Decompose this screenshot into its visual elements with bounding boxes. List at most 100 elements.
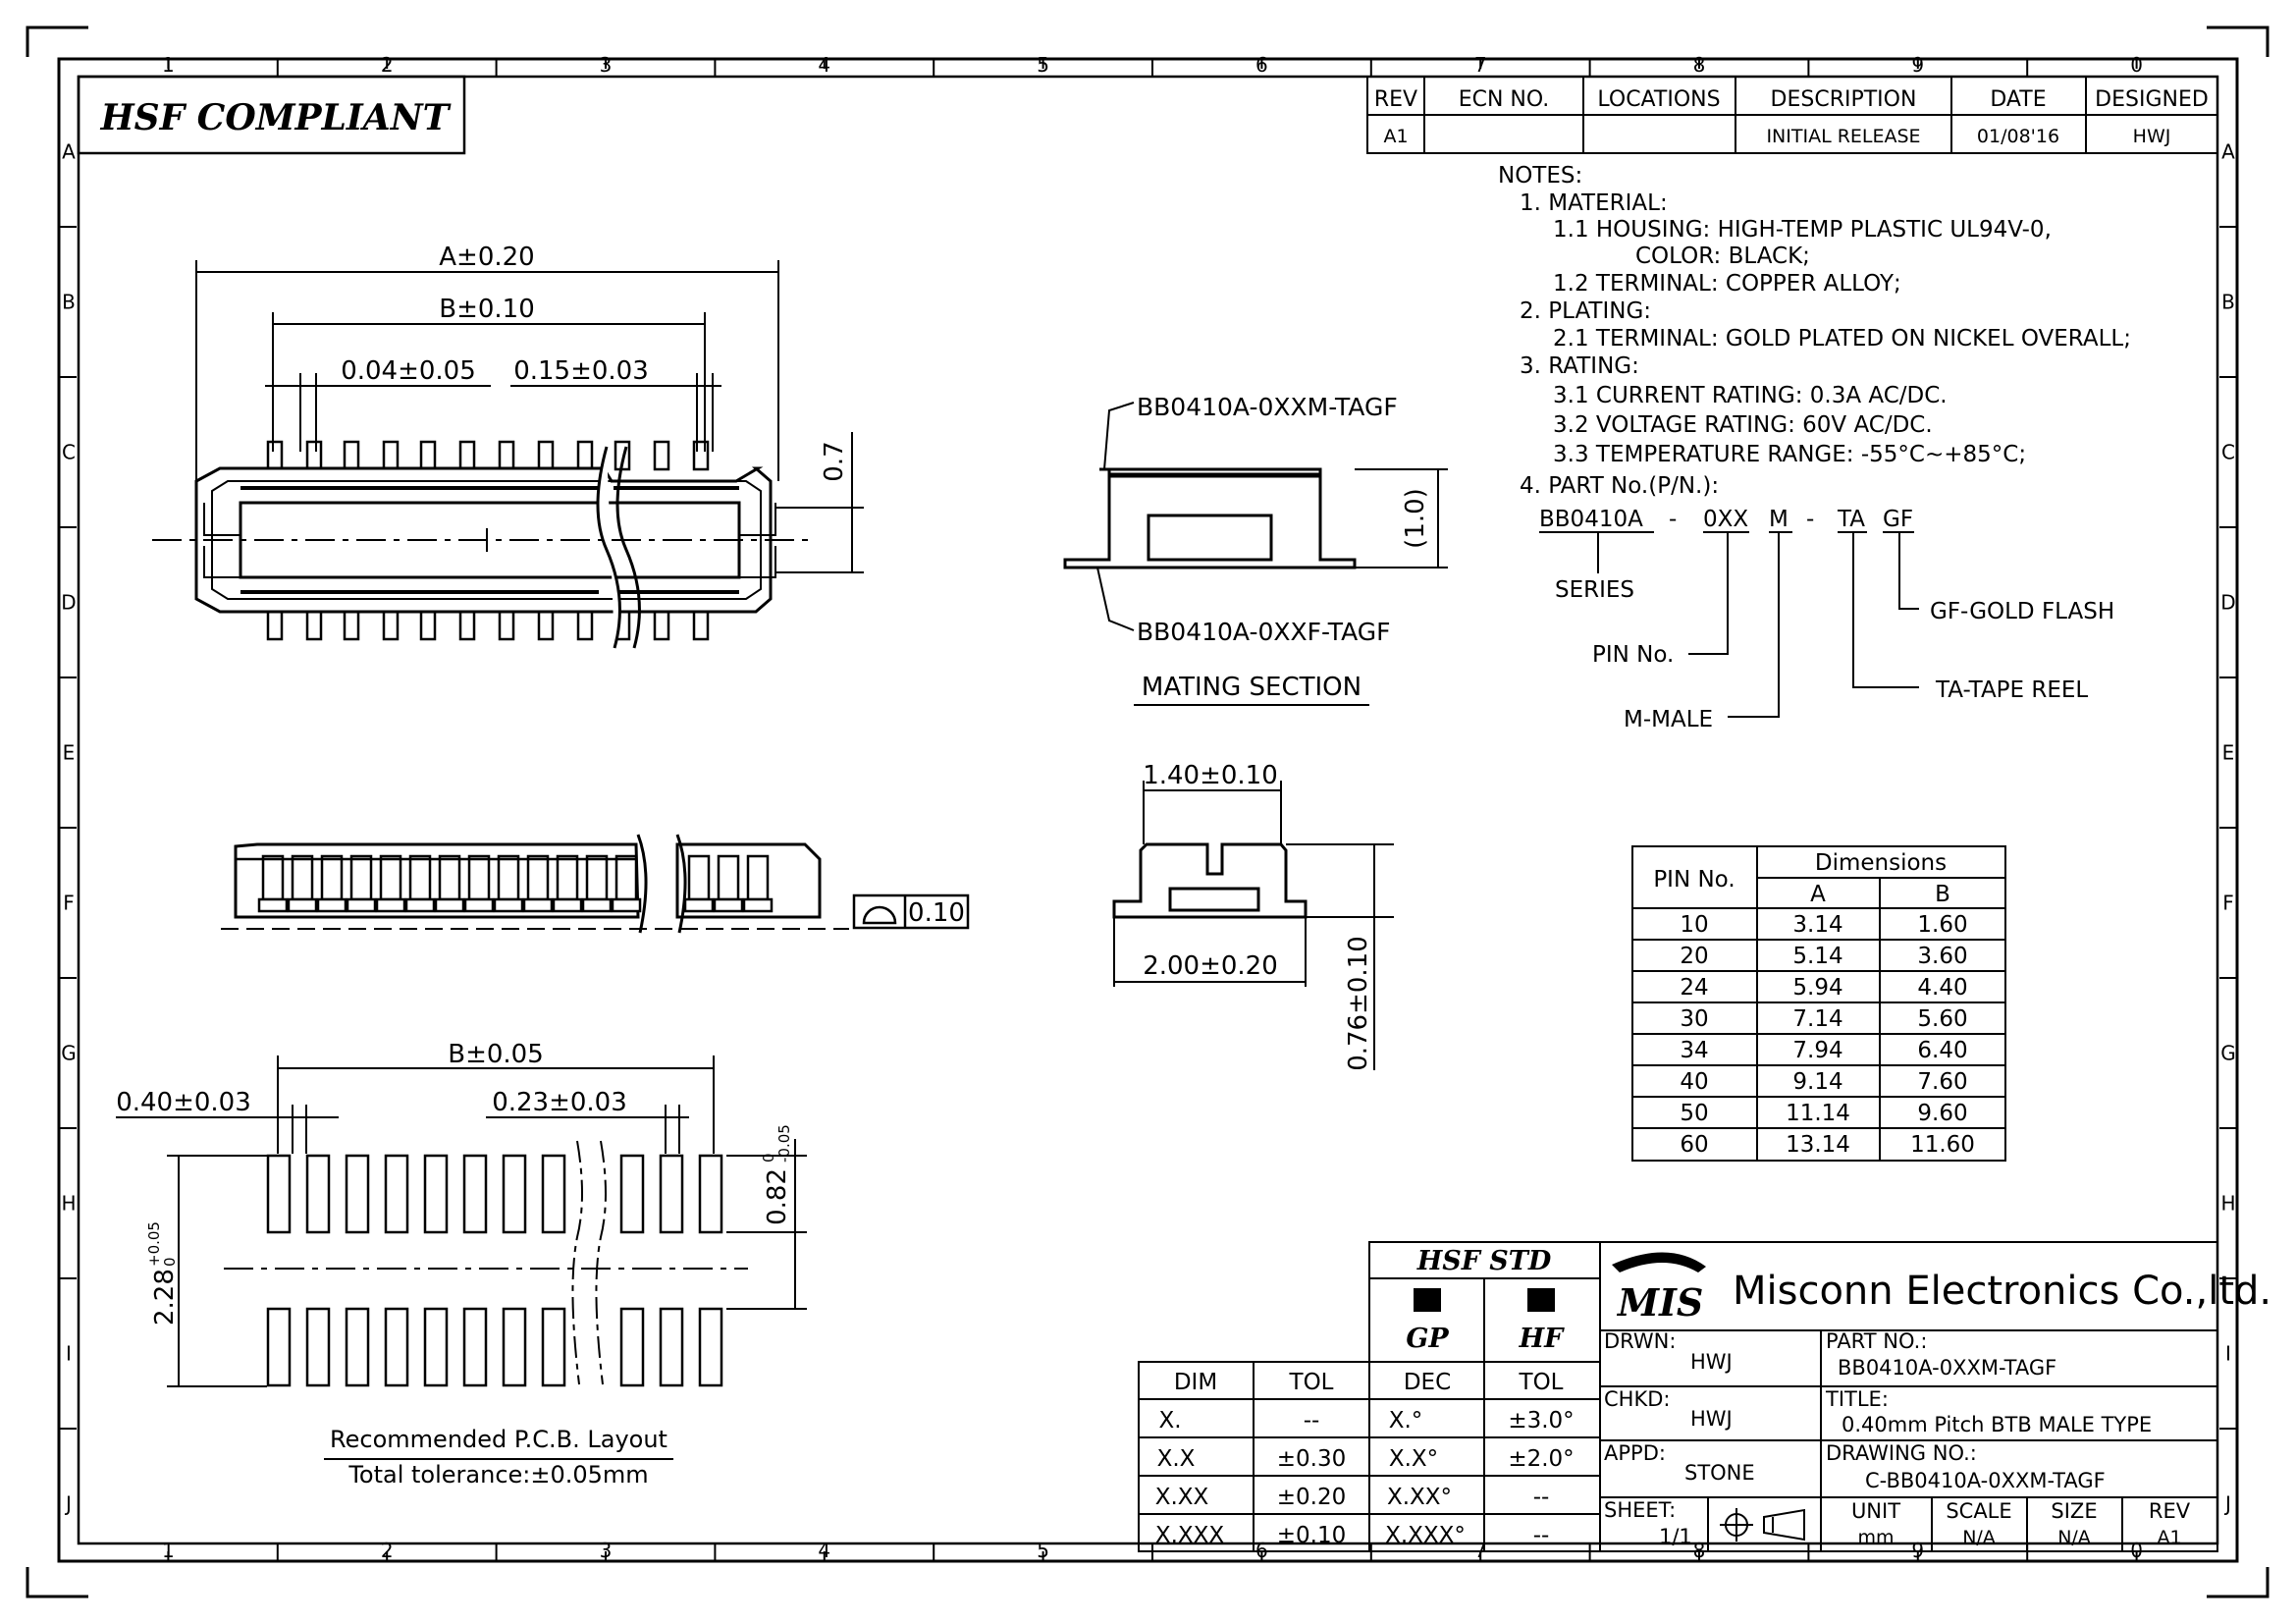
terminal-pin-bottom xyxy=(305,610,323,641)
tol-value: -- xyxy=(1304,1408,1320,1434)
logo-text: MIS xyxy=(1616,1280,1703,1325)
side-terminal-foot xyxy=(375,897,406,913)
company-name: Misconn Electronics Co.,ltd. xyxy=(1733,1269,2271,1314)
title-label: TITLE: xyxy=(1825,1387,1889,1411)
part-code-pin-label: PIN No. xyxy=(1592,642,1674,668)
tolerance-table xyxy=(1138,1361,1370,1552)
dims-value-b: 5.60 xyxy=(1917,1006,1967,1032)
side-terminal xyxy=(379,854,402,901)
mated-cavity xyxy=(1147,514,1273,562)
side-terminal-foot xyxy=(742,897,774,913)
pcb-dim-pad-height-tol-bot: -0.05 xyxy=(775,1124,793,1163)
side-terminal xyxy=(687,854,711,901)
title-value: 0.40mm Pitch BTB MALE TYPE xyxy=(1842,1413,2152,1436)
zone-row-label: F xyxy=(63,892,75,915)
drwn-label: DRWN: xyxy=(1604,1329,1676,1353)
hsf-std-title: HSF STD xyxy=(1416,1246,1552,1276)
side-terminal xyxy=(438,854,461,901)
dims-value-a: 13.14 xyxy=(1786,1132,1850,1158)
dim-a-label: A±0.20 xyxy=(439,243,534,272)
terminal-pin-bottom xyxy=(458,610,476,641)
side-terminal-foot xyxy=(257,897,289,913)
tol-dim: X.XXX xyxy=(1155,1523,1225,1548)
std-tol: ±3.0° xyxy=(1508,1408,1574,1434)
part-code-leaders xyxy=(1539,531,1919,718)
pcb-layout xyxy=(116,1056,807,1460)
zone-row-label: B xyxy=(2221,291,2235,314)
terminal-pin-bottom xyxy=(498,610,515,641)
dims-pin-count: 40 xyxy=(1680,1069,1708,1095)
zone-row-label: A xyxy=(2221,140,2235,164)
pcb-pad-top xyxy=(423,1154,449,1234)
side-terminal-foot xyxy=(552,897,583,913)
side-terminal-foot xyxy=(493,897,524,913)
pcb-pad-bottom xyxy=(698,1307,723,1387)
sheet-label: SHEET: xyxy=(1604,1498,1676,1522)
terminal-pin-top xyxy=(498,440,515,471)
gp-label: GP xyxy=(1406,1324,1449,1354)
pcb-pad-bottom xyxy=(423,1307,449,1387)
pcb-dim-span-group: 2.28 +0.05 0 xyxy=(145,1221,180,1326)
dims-pin-count: 24 xyxy=(1680,975,1708,1001)
tol-header-dim: DIM xyxy=(1174,1370,1217,1395)
pcb-dim-pad-height: 0.82 xyxy=(763,1168,792,1225)
note-line: 3.3 TEMPERATURE RANGE: -55°C~+85°C; xyxy=(1553,442,2026,467)
zone-column-label: 6 xyxy=(1255,53,1268,77)
female-leader xyxy=(1096,567,1135,631)
title-block xyxy=(1599,1241,2218,1552)
side-terminal xyxy=(261,854,285,901)
tol-dim: X. xyxy=(1158,1408,1181,1434)
side-terminal xyxy=(497,854,520,901)
zone-row-label: D xyxy=(2220,591,2235,615)
terminal-pin-top xyxy=(537,440,555,471)
part-code-tape-label: TA-TAPE REEL xyxy=(1935,677,2088,703)
side-terminal xyxy=(320,854,344,901)
rev-header-locations: LOCATIONS xyxy=(1597,87,1720,112)
side-view xyxy=(221,834,970,934)
terminal-pin-top xyxy=(266,440,284,471)
note-line: NOTES: xyxy=(1498,163,1582,189)
part-no-value: BB0410A-0XXM-TAGF xyxy=(1838,1356,2056,1380)
revision-table xyxy=(1366,76,2218,154)
side-terminal-foot xyxy=(346,897,377,913)
section-height: 0.76±0.10 xyxy=(1344,936,1373,1071)
zone-row-label: A xyxy=(62,140,76,164)
zone-row-label: G xyxy=(2220,1042,2236,1065)
dims-pin-count: 10 xyxy=(1680,912,1708,938)
pcb-pad-top xyxy=(266,1154,292,1234)
dims-pin-count: 50 xyxy=(1680,1101,1708,1126)
zone-row-label: C xyxy=(62,441,76,464)
company-logo: MIS xyxy=(1612,1252,1706,1325)
zone-column-label: 4 xyxy=(818,1539,830,1562)
side-terminal-foot xyxy=(434,897,465,913)
side-terminal xyxy=(291,854,314,901)
terminal-pin-top xyxy=(343,440,360,471)
terminal-pin-bottom xyxy=(692,610,710,641)
note-line: 1.2 TERMINAL: COPPER ALLOY; xyxy=(1553,271,1901,297)
pcb-pad-bottom xyxy=(462,1307,488,1387)
pcb-dim-span: 2.28 xyxy=(150,1269,180,1326)
std-dec: X.° xyxy=(1389,1408,1423,1434)
std-tol: -- xyxy=(1533,1485,1550,1510)
zone-column-label: 4 xyxy=(818,53,830,77)
pcb-pad-top xyxy=(462,1154,488,1234)
tol-dim: X.X xyxy=(1157,1446,1196,1472)
end-latch-left xyxy=(203,503,240,578)
appd-value: STONE xyxy=(1684,1461,1755,1485)
side-terminal xyxy=(614,854,638,901)
std-dec: X.XXX° xyxy=(1385,1523,1466,1548)
zone-column-label: 1 xyxy=(162,53,175,77)
chkd-label: CHKD: xyxy=(1604,1387,1670,1411)
note-line: 3.2 VOLTAGE RATING: 60V AC/DC. xyxy=(1553,412,1933,438)
pcb-pad-top xyxy=(659,1154,684,1234)
zone-column-label: 8 xyxy=(1693,53,1706,77)
inner-frame xyxy=(77,75,2219,1545)
logo-swoosh xyxy=(1612,1252,1706,1272)
pcb-title: Recommended P.C.B. Layout xyxy=(330,1426,667,1453)
dim-pitch-label: 0.15±0.03 xyxy=(513,356,649,386)
dims-value-b: 7.60 xyxy=(1917,1069,1967,1095)
rev-value-designed: HWJ xyxy=(2133,126,2171,147)
scale-value: N/A xyxy=(1962,1527,1996,1548)
